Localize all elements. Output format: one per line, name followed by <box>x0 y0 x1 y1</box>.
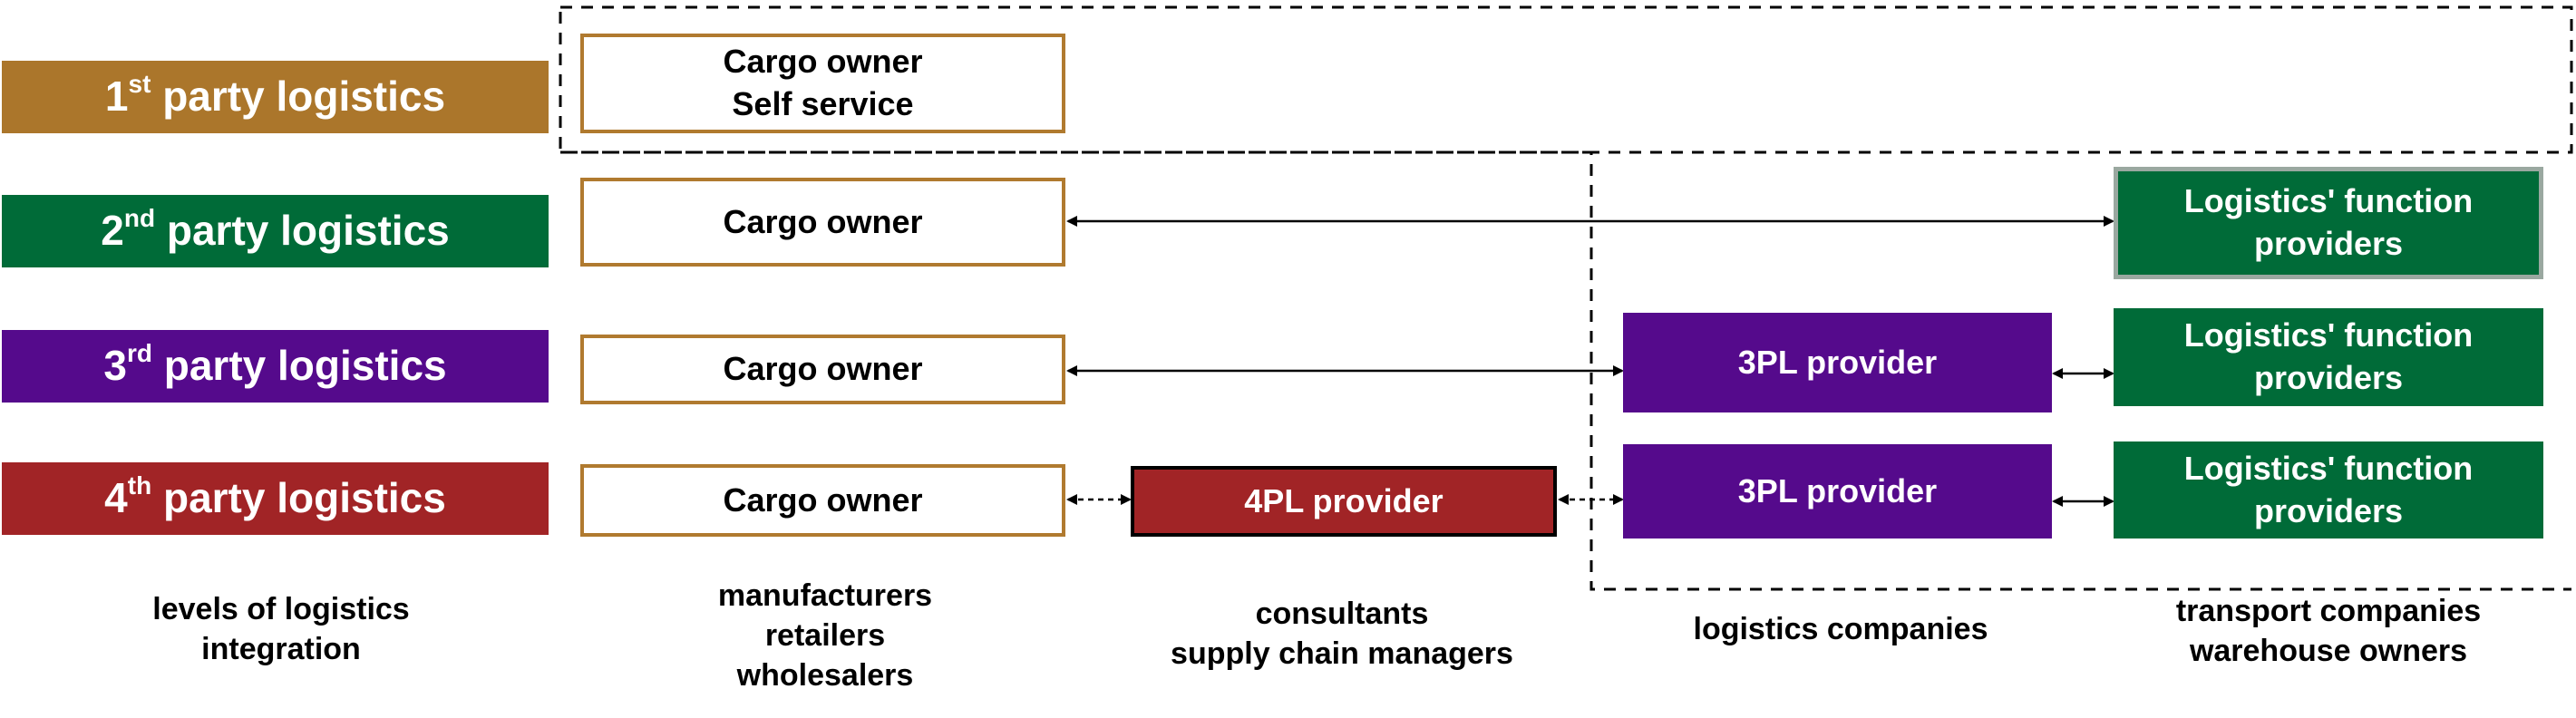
caption-levels: levels of logistics integration <box>54 589 508 669</box>
level-first-party: 1st party logistics <box>2 61 549 133</box>
lfp-row3-line2: providers <box>2253 359 2404 396</box>
level-second-party: 2nd party logistics <box>2 195 549 267</box>
level-third-num: 3 <box>103 342 127 390</box>
cargo-owner-row2-label: Cargo owner <box>723 202 923 240</box>
cargo-owner-row2: Cargo owner <box>580 178 1065 267</box>
lfp-row4-line2: providers <box>2253 491 2404 529</box>
caption-owners: manufacturers retailers wholesalers <box>598 576 1052 696</box>
fourpl-provider-label: 4PL provider <box>1244 481 1444 519</box>
threepl-provider-row4: 3PL provider <box>1623 444 2052 538</box>
caption-consultants-line2: supply chain managers <box>1171 636 1513 672</box>
caption-consultants-line1: consultants <box>1255 597 1429 631</box>
cargo-owner-self-line2: Self service <box>732 85 914 122</box>
caption-owners-line1: manufacturers <box>717 578 933 613</box>
lfp-row4: Logistics' function providers <box>2114 441 2543 538</box>
caption-logistics-companies-line1: logistics companies <box>1693 612 1988 646</box>
caption-transport-line2: warehouse owners <box>2189 634 2468 669</box>
caption-owners-line3: wholesalers <box>736 658 914 694</box>
level-fourth-sup: th <box>127 471 152 500</box>
level-second-num: 2 <box>101 207 124 255</box>
level-first-text: party logistics <box>151 73 446 121</box>
level-second-text: party logistics <box>155 207 450 255</box>
level-first-num: 1 <box>104 73 129 121</box>
caption-transport: transport companies warehouse owners <box>2102 591 2555 671</box>
first-party-group-outline <box>559 5 2573 154</box>
level-second-sup: nd <box>123 203 156 232</box>
threepl-provider-row3: 3PL provider <box>1623 313 2052 412</box>
caption-levels-line2: integration <box>201 632 361 667</box>
lfp-row3-line1: Logistics' function <box>2183 316 2474 354</box>
cargo-owner-row4: Cargo owner <box>580 464 1065 537</box>
level-third-text: party logistics <box>151 342 447 390</box>
cargo-owner-row3: Cargo owner <box>580 335 1065 404</box>
level-fourth-text: party logistics <box>151 474 446 522</box>
lfp-row4-line1: Logistics' function <box>2183 449 2474 487</box>
caption-consultants: consultants supply chain managers <box>1106 594 1578 674</box>
lfp-row2-line2: providers <box>2253 225 2404 262</box>
lfp-row2-line1: Logistics' function <box>2183 182 2474 220</box>
level-third-sup: rd <box>126 338 152 367</box>
cargo-owner-row4-label: Cargo owner <box>723 480 923 519</box>
cargo-owner-self-service: Cargo owner Self service <box>580 34 1065 133</box>
caption-owners-line2: retailers <box>764 618 886 654</box>
fourpl-provider: 4PL provider <box>1131 466 1557 537</box>
caption-levels-line1: levels of logistics <box>152 592 410 626</box>
threepl-provider-row3-label: 3PL provider <box>1737 343 1938 381</box>
level-fourth-party: 4th party logistics <box>2 462 549 535</box>
cargo-owner-row3-label: Cargo owner <box>723 350 923 388</box>
cargo-owner-self-line1: Cargo owner <box>723 43 923 81</box>
lfp-row2: Logistics' function providers <box>2114 167 2543 279</box>
lfp-row3: Logistics' function providers <box>2114 308 2543 406</box>
level-third-party: 3rd party logistics <box>2 330 549 403</box>
threepl-provider-row4-label: 3PL provider <box>1737 471 1938 509</box>
level-fourth-num: 4 <box>104 474 128 522</box>
caption-transport-line1: transport companies <box>2175 594 2482 628</box>
caption-logistics-companies: logistics companies <box>1614 609 2067 649</box>
level-first-sup: st <box>128 69 151 98</box>
